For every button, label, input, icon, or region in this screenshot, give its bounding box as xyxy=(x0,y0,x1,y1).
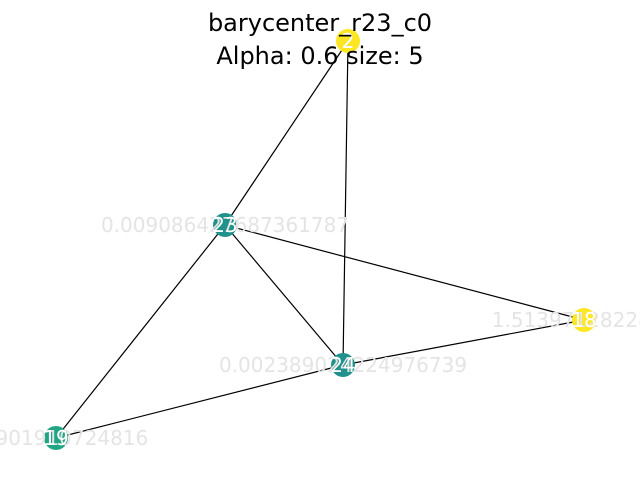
node-19 xyxy=(44,426,68,450)
node-value-label-2: 2 xyxy=(342,29,355,53)
edge-24-19 xyxy=(55,364,344,439)
node-value-label-18: 1.5139712822836 xyxy=(492,308,640,332)
node-value-label-23: 0.009086427687361787 xyxy=(101,213,349,237)
node-24 xyxy=(331,353,355,377)
title-line-2: Alpha: 0.6 size: 5 xyxy=(216,42,423,70)
value-labels-layer: 2 0.009086427687361787 1.5139712822836 0.00… xyxy=(0,29,640,450)
node-id-label-19: 19 xyxy=(43,426,68,450)
node-2 xyxy=(336,29,360,53)
edge-2-24 xyxy=(342,40,349,366)
title-line-1: barycenter_r23_c0 xyxy=(208,9,432,37)
node-id-label-2: 2 xyxy=(342,29,355,53)
edge-2-23 xyxy=(224,40,349,226)
nodes-layer xyxy=(44,29,596,450)
edge-23-18 xyxy=(224,224,585,321)
node-id-label-18: 18 xyxy=(571,308,596,332)
node-id-label-24: 24 xyxy=(330,353,355,377)
node-id-label-23: 23 xyxy=(212,213,237,237)
node-23 xyxy=(213,213,237,237)
node-value-label-19: 1.5901910724816 xyxy=(0,426,148,450)
node-ids-layer: 2 23 18 24 19 xyxy=(43,29,596,450)
edge-23-24 xyxy=(224,224,344,366)
node-18 xyxy=(572,308,596,332)
edge-23-19 xyxy=(55,224,226,439)
edges-layer xyxy=(55,40,585,439)
node-value-label-24: 0.002389024224976739 xyxy=(219,353,467,377)
edge-24-18 xyxy=(342,319,585,366)
